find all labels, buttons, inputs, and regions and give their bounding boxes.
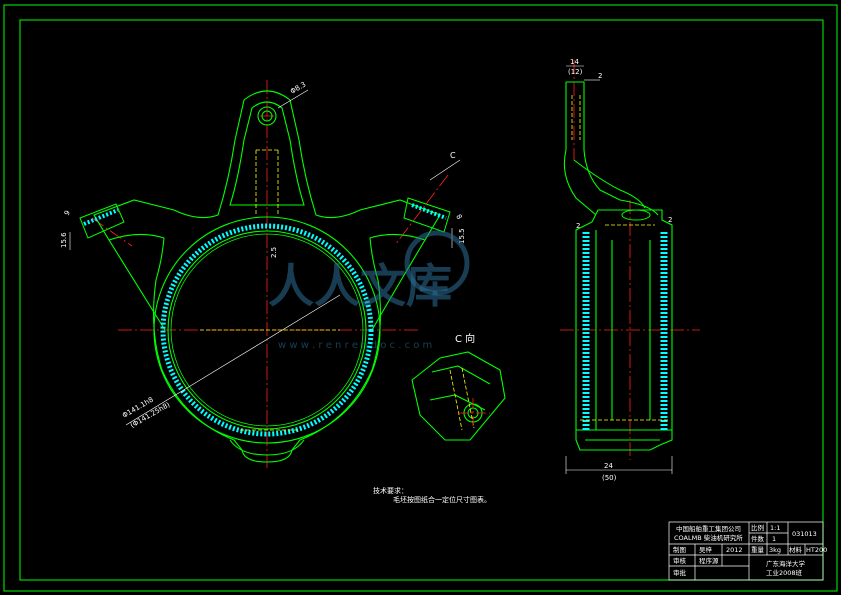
- tb-design-label: 制图: [673, 545, 686, 554]
- tb-weight-value: 3kg: [769, 546, 781, 554]
- front-view: Φ8.3 Φ141.1h8 (Φ141.25h8) 9 15.6 8 15.5 …: [60, 80, 466, 470]
- tb-qty-value: 1: [772, 535, 776, 543]
- watermark-logo-icon: [404, 230, 470, 296]
- dim-w-right: 8: [454, 213, 463, 221]
- dim-d3: Φ8.3: [289, 80, 307, 95]
- tb-school-line2: 工业2008班: [766, 568, 803, 577]
- tb-school-line1: 广东海洋大学: [766, 559, 806, 568]
- watermark: 人人文库 w w w . r e n r e n d o c . c o m: [268, 230, 470, 351]
- tb-company-line1: 中国船舶重工集团公司: [676, 524, 741, 533]
- notes-title: 技术要求：: [373, 486, 408, 495]
- dim-w-left2: 15.6: [60, 232, 68, 248]
- tb-material-value: HT200: [806, 546, 827, 554]
- dim-top-r: 2: [598, 72, 602, 80]
- tb-scale-label: 比例: [751, 523, 764, 532]
- watermark-url: w w w . r e n r e n d o c . c o m: [278, 340, 432, 351]
- tb-weight-label: 重量: [751, 546, 765, 554]
- c-view: C 向: [411, 332, 506, 441]
- dim-w-right2: 15.5: [458, 228, 466, 244]
- tb-qty-label: 件数: [751, 534, 765, 543]
- view-label: C 向: [455, 332, 475, 345]
- tb-date1: 2012: [726, 546, 743, 554]
- title-block: 中国船舶重工集团公司 COALMB 柴油机研究所 比例 1:1 件数 1 031…: [668, 521, 827, 581]
- dim-top-w: 14: [570, 58, 579, 66]
- tb-check-label: 审核: [673, 556, 687, 565]
- tb-material-label: 材料: [789, 545, 803, 554]
- tb-check-name: 程序源: [699, 556, 719, 565]
- dim-side-a: 2: [576, 222, 580, 230]
- side-view: 14 (12) 2 2 2 24 (50): [560, 58, 700, 482]
- dim-bottom-w2: (50): [602, 474, 617, 482]
- dim-bottom-w: 24: [604, 462, 613, 470]
- section-marker: C: [450, 151, 456, 160]
- technical-notes: 技术要求： 毛坯按图纸合一定位尺寸图表。: [373, 486, 491, 504]
- tb-approve-label: 审批: [673, 568, 687, 577]
- dim-top-w2: (12): [568, 68, 583, 76]
- notes-line1: 毛坯按图纸合一定位尺寸图表。: [393, 495, 491, 504]
- tb-scale-value: 1:1: [770, 524, 780, 532]
- watermark-text: 人人文库: [268, 259, 452, 313]
- dim-center-offset: 2.5: [270, 247, 278, 258]
- sheet-border-outer: [3, 4, 838, 592]
- sheet-border-inner: [19, 19, 824, 581]
- tb-design-name: 吴梓: [699, 545, 713, 554]
- dim-side-b: 2: [668, 216, 672, 224]
- tb-drawing-no: 031013: [792, 530, 817, 538]
- dim-w-left: 9: [63, 209, 72, 217]
- tb-company-line2: COALMB 柴油机研究所: [674, 533, 743, 542]
